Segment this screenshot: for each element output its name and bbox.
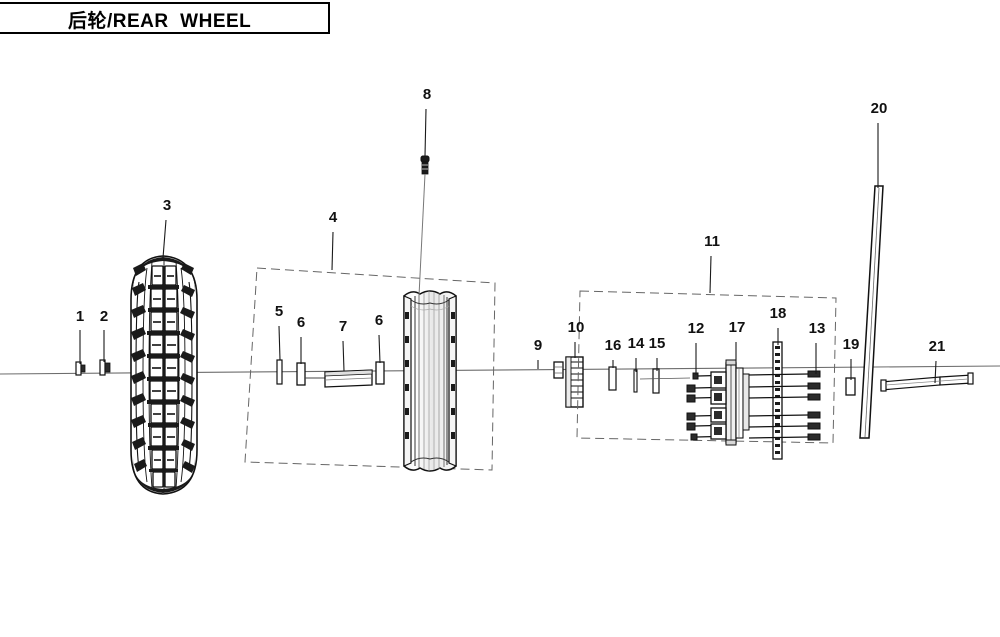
callout-18: 18 (769, 305, 787, 322)
part-7-tube (324, 369, 373, 388)
part-4-rim (403, 290, 457, 472)
callout-5: 5 (274, 303, 284, 320)
part-15-pin (639, 368, 691, 394)
part-14-pin (633, 369, 638, 393)
page-title: 后轮/REAR WHEEL (68, 11, 252, 32)
callout-6-left: 6 (296, 314, 306, 331)
callout-15: 15 (648, 335, 666, 352)
part-10-bearing (565, 356, 584, 408)
callout-19: 19 (842, 336, 860, 353)
part-6-spacer-left (296, 362, 306, 386)
part-17-hub-carrier (710, 359, 750, 446)
title-box (0, 2, 330, 34)
part-19-washer (845, 377, 856, 396)
part-13-bolts (748, 370, 821, 441)
callout-3: 3 (162, 197, 172, 214)
leader-lines (79, 108, 937, 384)
callout-6-right: 6 (374, 312, 384, 329)
part-21-axle-shaft (880, 372, 974, 392)
callout-7: 7 (338, 318, 348, 335)
part-16-pin (608, 366, 617, 391)
part-1-nut (75, 361, 86, 376)
callout-12: 12 (687, 320, 705, 337)
part-5-rod (276, 359, 283, 385)
callout-17: 17 (728, 319, 746, 336)
callout-8: 8 (422, 86, 432, 103)
callout-11: 11 (704, 233, 720, 250)
part-3-tire (130, 255, 198, 495)
callout-9: 9 (533, 337, 543, 354)
part-20-guard-plate (859, 185, 884, 439)
hub-group-box (576, 290, 837, 444)
callout-13: 13 (808, 320, 826, 337)
callout-14: 14 (627, 335, 645, 352)
part-6-spacer-right (375, 361, 385, 385)
callout-10: 10 (567, 319, 585, 336)
callout-2: 2 (99, 308, 109, 325)
callout-1: 1 (75, 308, 85, 325)
part-2-washer (99, 359, 111, 376)
part-9-collar (553, 361, 564, 379)
callout-20: 20 (870, 100, 888, 117)
callout-21: 21 (928, 338, 946, 355)
rim-group-box (244, 267, 496, 471)
callout-16: 16 (604, 337, 622, 354)
part-8-valve-stem (418, 155, 430, 297)
part-18-brake-disc (772, 341, 783, 460)
callout-4: 4 (328, 209, 338, 226)
